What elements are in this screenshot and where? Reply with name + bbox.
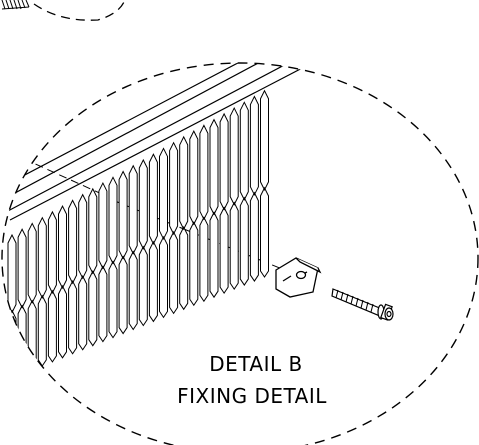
- louvre-blade: [138, 158, 148, 327]
- louvre-blade: [108, 176, 118, 339]
- louvre-blade: [78, 193, 88, 351]
- detail-boundary: [1, 62, 479, 445]
- louvre-blade: [159, 147, 168, 319]
- louvre-blade: [88, 187, 98, 347]
- detail-subtitle: FIXING DETAIL: [177, 384, 327, 408]
- detail-title: DETAIL B: [209, 352, 303, 376]
- louvre-blade: [249, 95, 259, 282]
- louvre-blade: [209, 118, 219, 299]
- callout-bubble: [33, 1, 125, 21]
- louvre-panel: [7, 89, 269, 379]
- louvre-blade: [260, 89, 269, 278]
- louvre-blade: [199, 124, 209, 303]
- louvre-blade: [37, 216, 47, 367]
- louvre-blade: [239, 101, 249, 286]
- louvre-blade: [68, 199, 78, 355]
- louvre-blade: [148, 153, 158, 323]
- louvre-blade: [47, 210, 57, 363]
- louvre-blade: [58, 205, 67, 359]
- fixing-bracket: [275, 257, 322, 298]
- louvre-blade: [98, 181, 108, 343]
- fixing-screw: [331, 288, 394, 321]
- callout-hatch: [1, 0, 30, 10]
- louvre-blade: [189, 130, 199, 307]
- louvre-blade: [179, 135, 189, 311]
- louvre-blade: [219, 112, 229, 295]
- louvre-blade: [169, 141, 179, 315]
- louvre-blade: [229, 106, 239, 291]
- louvre-blade: [128, 164, 138, 331]
- louvre-blade: [17, 228, 27, 375]
- louvre-blade: [118, 170, 128, 335]
